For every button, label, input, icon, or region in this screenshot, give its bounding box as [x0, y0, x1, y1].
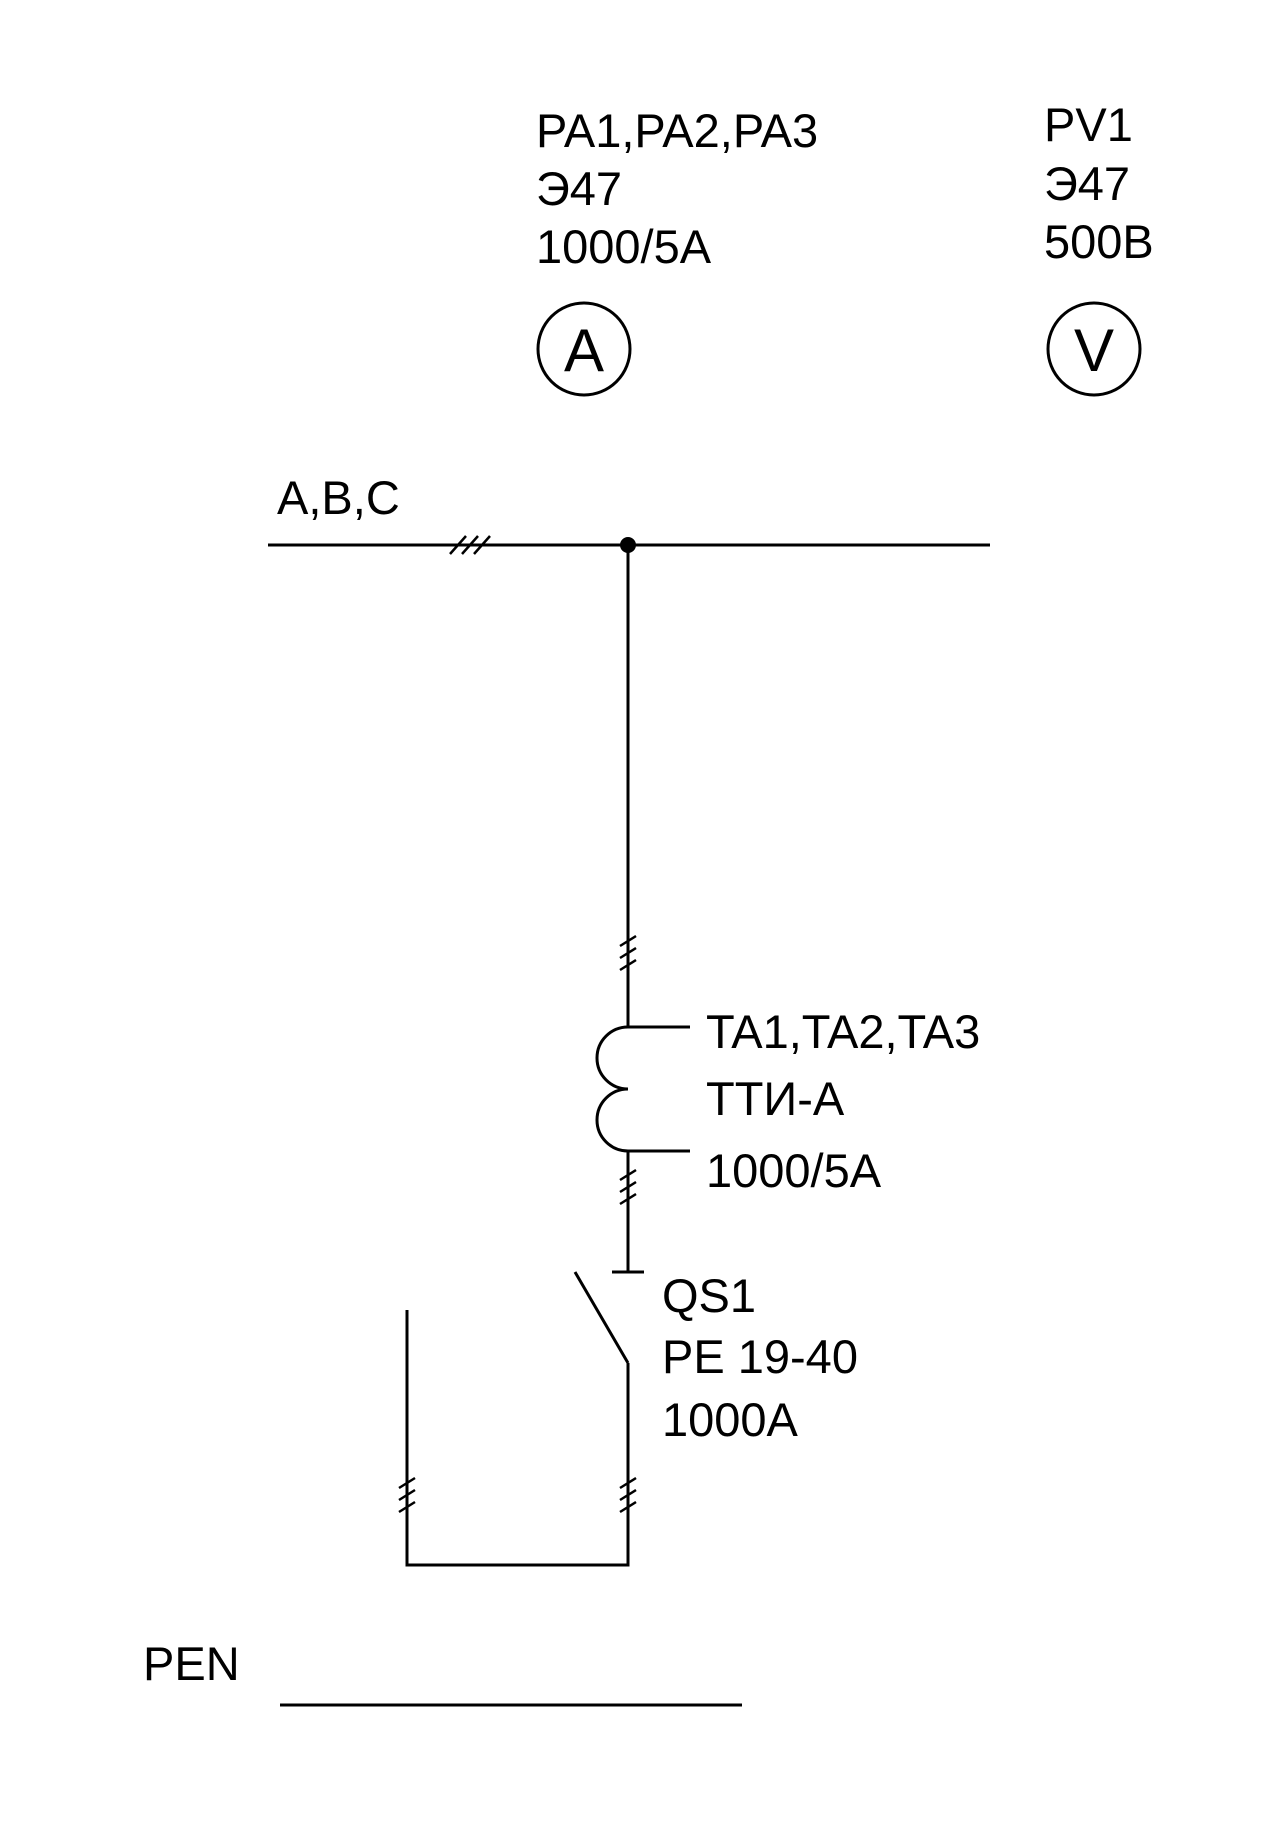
voltmeter-type: Э47	[1044, 157, 1130, 210]
feeder-upper-three-phase-ticks	[619, 934, 637, 972]
ammeter-rating: 1000/5A	[536, 220, 712, 273]
current-transformer-coil	[595, 1025, 629, 1153]
current-transformer: TA1,TA2,TA3 ТТИ-А 1000/5A	[595, 1005, 980, 1197]
outgoing-left-three-phase-ticks	[398, 1476, 416, 1514]
pen-label: PEN	[143, 1637, 240, 1690]
outgoing-loop	[398, 1310, 637, 1567]
switch-designation: QS1	[662, 1269, 756, 1322]
current-transformer-designation: TA1,TA2,TA3	[706, 1005, 980, 1058]
voltmeter-designation: PV1	[1044, 98, 1133, 151]
ammeter-designation: PA1,PA2,PA3	[536, 104, 818, 157]
busbar-three-phase-ticks	[449, 535, 491, 555]
ammeter-symbol-circle	[536, 301, 632, 397]
busbar-phases-label: A,B,C	[277, 471, 400, 524]
ammeter-type: Э47	[536, 162, 622, 215]
pen-conductor: PEN	[143, 1637, 742, 1707]
outgoing-loop-line	[405, 1310, 630, 1567]
current-transformer-rating: 1000/5A	[706, 1144, 882, 1197]
feeder-middle-three-phase-ticks	[619, 1168, 637, 1206]
voltmeter-symbol-circle	[1046, 301, 1142, 397]
busbar: A,B,C	[268, 471, 990, 555]
ammeter-symbol-letter: A	[564, 317, 604, 384]
current-transformer-type: ТТИ-А	[706, 1072, 845, 1125]
ammeter: PA1,PA2,PA3 Э47 1000/5A A	[536, 104, 818, 397]
switch-blade	[573, 1271, 630, 1364]
voltmeter-rating: 500В	[1044, 215, 1154, 268]
voltmeter-symbol-letter: V	[1074, 317, 1114, 384]
switch-rating: 1000A	[662, 1393, 799, 1446]
switch-type: PE 19-40	[662, 1330, 858, 1383]
voltmeter: PV1 Э47 500В V	[1044, 98, 1154, 397]
outgoing-right-three-phase-ticks	[619, 1476, 637, 1514]
switch-disconnector: QS1 PE 19-40 1000A	[573, 1269, 858, 1446]
